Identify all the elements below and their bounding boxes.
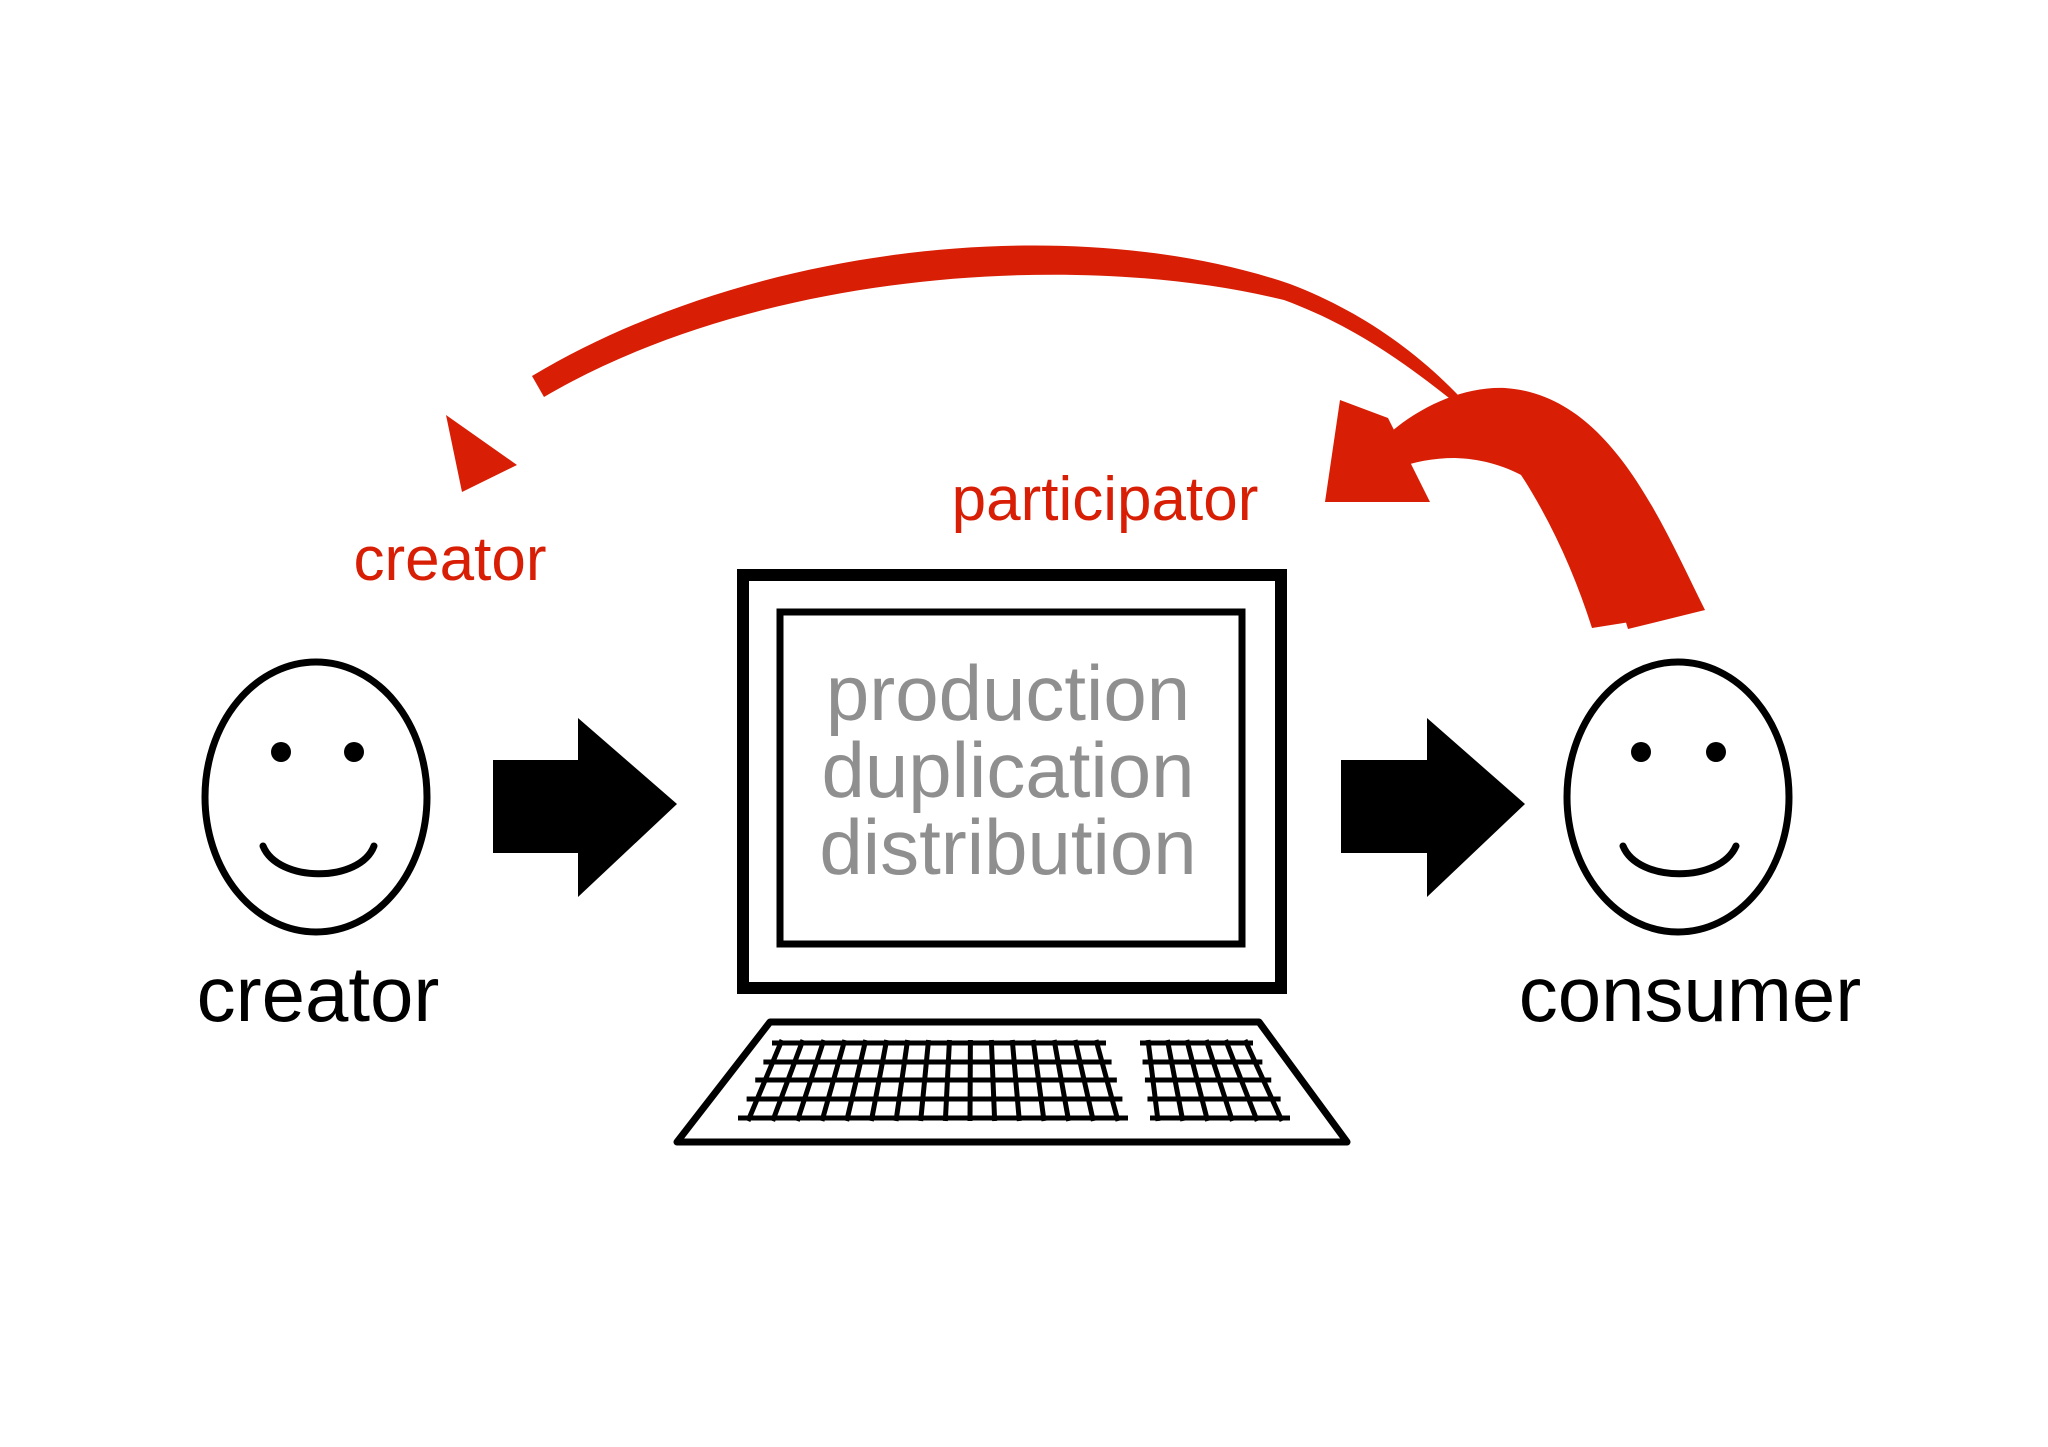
keyboard-key-line (1223, 1039, 1260, 1122)
feedback-creator-label: creator (354, 525, 547, 594)
feedback-arrow-to-participator (1325, 387, 1705, 629)
screen-text: production duplication distribution (819, 649, 1196, 891)
curved-arrow-icon (1360, 387, 1705, 629)
creator-label: creator (197, 950, 440, 1038)
right-arrow-icon (1341, 718, 1525, 897)
keyboard-key-line (893, 1039, 911, 1122)
keyboard-key-line (1093, 1039, 1121, 1122)
smiley-face-icon (201, 658, 431, 936)
consumer-label: consumer (1519, 950, 1861, 1038)
keyboard-key-line (1145, 1039, 1161, 1122)
keyboard-key-line (1051, 1039, 1072, 1122)
computer-icon: production duplication distribution (737, 569, 1287, 994)
right-arrow-icon (493, 718, 677, 897)
smile (259, 842, 378, 878)
eye-right (1706, 742, 1726, 762)
eye-right (344, 742, 364, 762)
keyboard-key-line (844, 1039, 869, 1122)
arrowhead-icon (1325, 400, 1430, 502)
keyboard-key-line (1030, 1039, 1047, 1122)
feedback-arrow-to-creator (446, 245, 1705, 628)
keyboard-key-line (745, 1039, 785, 1122)
curved-arrow-icon (532, 245, 1705, 628)
smiley-face-icon (1563, 658, 1793, 936)
eye-left (1631, 742, 1651, 762)
keyboard-key-line (794, 1039, 827, 1122)
consumer-face (1563, 658, 1793, 936)
arrowhead-icon (446, 415, 517, 492)
keyboard-key-line (1009, 1039, 1022, 1122)
keyboard-key-line (918, 1039, 932, 1122)
keyboard-key-line (1242, 1038, 1285, 1123)
smile (1619, 842, 1740, 878)
keyboard-key-line (1184, 1039, 1211, 1122)
creator-face (201, 658, 431, 936)
keyboard-key-line (770, 1039, 806, 1122)
screen-line-distribution: distribution (819, 803, 1196, 891)
keyboard-key-line (819, 1039, 848, 1122)
keyboard-key-line (1203, 1039, 1235, 1122)
keyboard-key-line (1072, 1039, 1096, 1122)
keyboard-key-line (988, 1039, 998, 1122)
screen-line-production: production (826, 649, 1190, 737)
keyboard-icon (673, 1018, 1351, 1146)
keyboard-key-line (1164, 1039, 1186, 1122)
screen-line-duplication: duplication (822, 726, 1195, 814)
participator-label: participator (952, 465, 1259, 534)
eye-left (271, 742, 291, 762)
keyboard-key-line (868, 1039, 890, 1122)
keyboard-key-line (942, 1039, 952, 1122)
keyboard-keys-grid (738, 1038, 1290, 1123)
monitor-screen (776, 608, 1246, 948)
